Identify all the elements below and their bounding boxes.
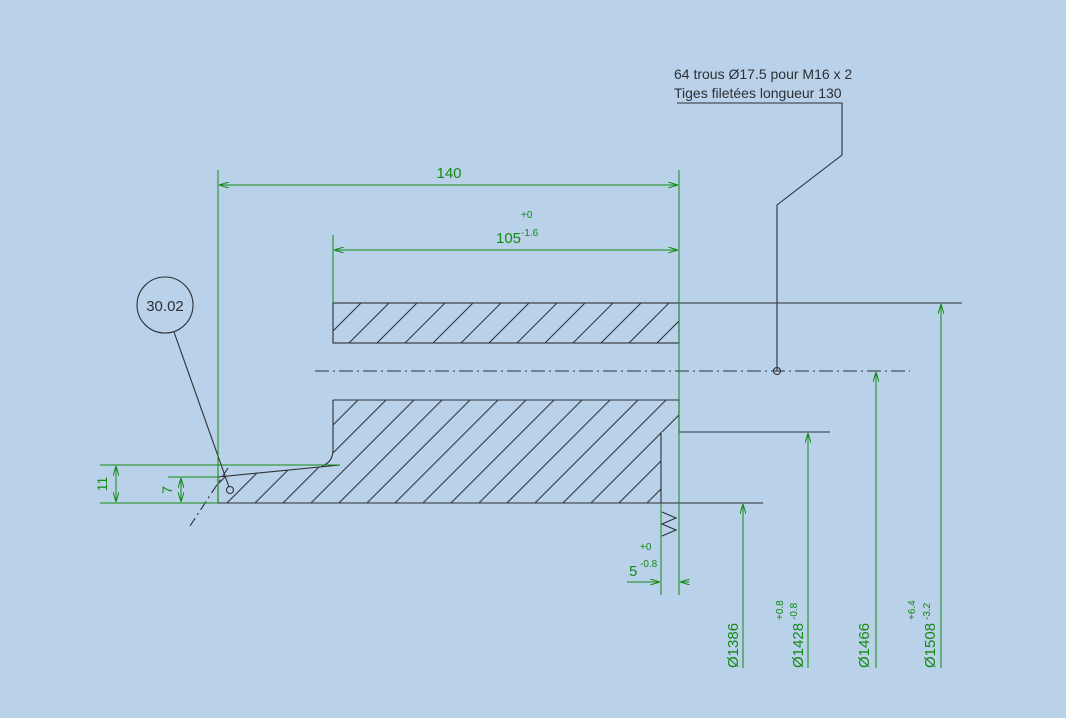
dimensions: 140 105 +0 -1.6 11 7 5 +0 -0.8 Ø1386 Ø14… xyxy=(94,165,941,668)
hatch-line xyxy=(646,400,679,503)
note-line-1: 64 trous Ø17.5 pour M16 x 2 xyxy=(674,66,852,82)
hatch-line xyxy=(516,303,558,343)
dim-dia-1428-lower: -0.8 xyxy=(789,602,800,620)
hatch-line xyxy=(450,400,555,503)
hatching-upper xyxy=(333,303,679,343)
hatch-line xyxy=(460,303,502,343)
part-section xyxy=(189,302,962,537)
upper-section xyxy=(332,302,680,344)
dim-dia-1386: Ø1386 xyxy=(725,623,742,668)
balloon-label: 30.02 xyxy=(146,298,184,315)
hatch-line xyxy=(226,400,331,503)
hatch-line xyxy=(478,400,583,503)
hatch-line xyxy=(366,400,471,503)
hatch-line xyxy=(534,400,639,503)
note-line-2: Tiges filetées longueur 130 xyxy=(674,85,842,101)
hatch-line xyxy=(674,400,679,503)
hatch-line xyxy=(333,303,334,304)
hatch-line xyxy=(338,400,443,503)
hatch-line xyxy=(562,400,667,503)
dim-7: 7 xyxy=(159,486,175,494)
dim-dia-1508-upper: +6.4 xyxy=(907,600,918,620)
leader-dot xyxy=(772,366,782,376)
chamfer-axis xyxy=(189,467,229,527)
surface-finish-symbol xyxy=(660,511,678,537)
balloon xyxy=(136,276,194,334)
hatch-line xyxy=(506,400,611,503)
hatch-line xyxy=(600,303,642,343)
hatch-line xyxy=(218,400,275,503)
dim-5-lower: -0.8 xyxy=(640,559,658,570)
hatch-line xyxy=(572,303,614,343)
hatch-line xyxy=(656,320,679,343)
hatch-line xyxy=(404,303,446,343)
dim-dia-1428-upper: +0.8 xyxy=(775,600,786,620)
hatch-line xyxy=(333,303,362,332)
dim-105-lower: -1.6 xyxy=(521,228,539,239)
dim-dia-1508: Ø1508 xyxy=(922,623,939,668)
dim-5: 5 xyxy=(629,563,637,580)
lower-section xyxy=(217,399,830,504)
hatch-line xyxy=(544,303,586,343)
dim-105: 105 xyxy=(496,230,521,247)
hatch-line xyxy=(422,400,527,503)
dim-11: 11 xyxy=(94,477,110,492)
hatch-line xyxy=(376,303,418,343)
hatch-line xyxy=(488,303,530,343)
hatch-line xyxy=(348,303,390,343)
hatch-line xyxy=(432,303,474,343)
dim-5-upper: +0 xyxy=(640,542,652,553)
dim-140: 140 xyxy=(436,165,461,182)
hatch-line xyxy=(590,400,679,503)
dim-dia-1508-lower: -3.2 xyxy=(922,602,933,620)
hatch-line xyxy=(282,400,387,503)
hatch-line xyxy=(254,400,359,503)
hatch-line xyxy=(218,400,303,503)
dim-105-upper: +0 xyxy=(521,210,533,221)
hatch-line xyxy=(618,400,679,503)
dim-dia-1466: Ø1466 xyxy=(856,623,873,668)
note-leader xyxy=(677,102,843,371)
hatch-line xyxy=(310,400,415,503)
dim-dia-1428: Ø1428 xyxy=(790,623,807,668)
hatch-line xyxy=(394,400,499,503)
hatch-line xyxy=(628,303,670,343)
